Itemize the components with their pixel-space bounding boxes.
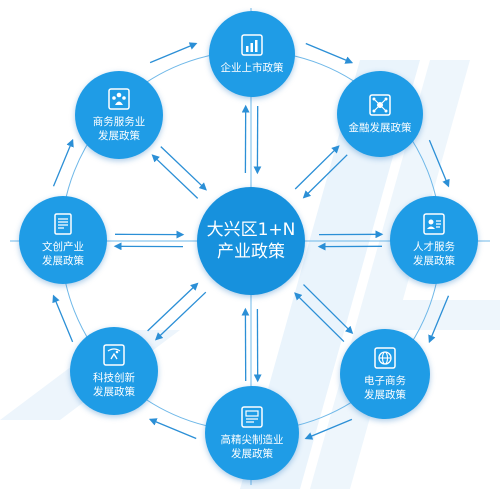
ring-arrow	[428, 295, 450, 344]
ring-arrow	[148, 418, 197, 440]
ring-arrow	[304, 418, 353, 440]
node-label: 商务服务业 发展政策	[92, 116, 146, 142]
ring-arrow	[305, 42, 354, 64]
ring-arrow	[52, 294, 74, 343]
team-icon	[107, 87, 131, 111]
node-label: 文创产业 发展政策	[42, 241, 84, 267]
outbound-arrow	[154, 291, 207, 341]
globe-icon	[373, 346, 397, 370]
node-label: 人才服务 发展政策	[413, 241, 455, 267]
node-label: 企业上市政策	[220, 62, 284, 74]
node-label: 电子商务 发展政策	[364, 375, 406, 401]
node-tech-policy: 科技创新 发展政策	[70, 327, 158, 415]
inbound-arrow	[302, 154, 348, 199]
flow-arrows	[52, 42, 450, 440]
network-icon	[368, 93, 392, 117]
ring-arrow	[52, 138, 74, 187]
node-culture-policy: 文创产业 发展政策	[19, 196, 107, 284]
inbound-arrow	[147, 282, 199, 332]
node-ipo-policy: 企业上市政策	[209, 11, 295, 97]
node-label: 金融发展政策	[348, 122, 412, 134]
ring-arrow	[149, 42, 198, 64]
outbound-arrow	[294, 145, 340, 190]
node-finance-policy: 金融发展政策	[337, 71, 423, 157]
outbound-arrow	[303, 284, 354, 335]
node-talent-policy: 人才服务 发展政策	[390, 196, 478, 284]
presentation-icon	[102, 343, 126, 367]
node-ecommerce-policy: 电子商务 发展政策	[340, 329, 430, 419]
id-card-icon	[422, 212, 446, 236]
machine-icon	[240, 405, 264, 429]
node-business-policy: 商务服务业 发展政策	[75, 71, 163, 159]
chart-icon	[240, 33, 264, 57]
inbound-arrow	[160, 146, 207, 191]
document-icon	[51, 212, 75, 236]
outbound-arrow	[151, 154, 199, 199]
node-label: 高精尖制造业 发展政策	[220, 434, 284, 460]
node-manufacturing-policy: 高精尖制造业 发展政策	[205, 386, 299, 480]
ring-arrow	[428, 139, 450, 188]
center-node: 大兴区1+N 产业政策	[197, 187, 305, 295]
center-label: 大兴区1+N 产业政策	[206, 220, 296, 262]
inbound-arrow	[294, 292, 345, 343]
node-label: 科技创新 发展政策	[93, 372, 135, 398]
